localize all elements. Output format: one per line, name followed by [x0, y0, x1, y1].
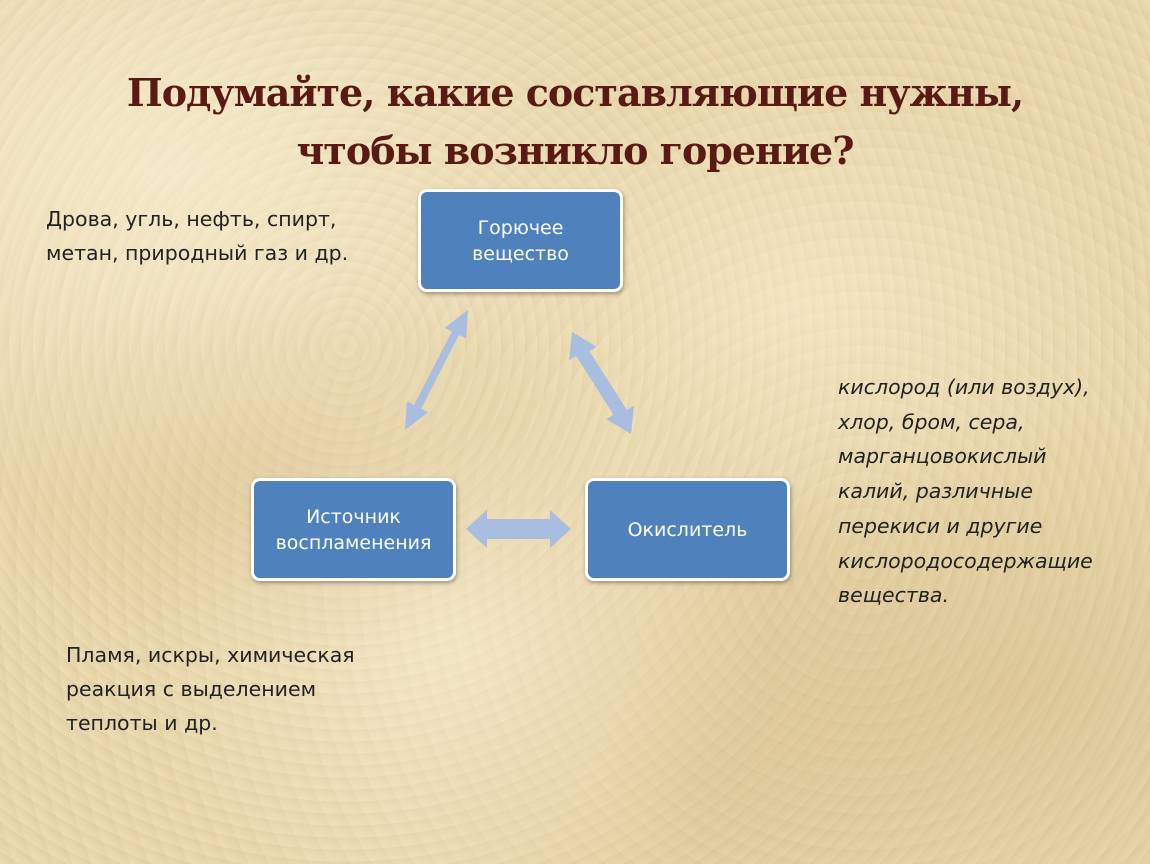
arrow-fuel-oxidizer: [569, 332, 634, 434]
oxidizer-examples-line-6: кислородосодержащие: [838, 548, 1093, 573]
fuel-node-label-line-2: вещество: [472, 242, 569, 265]
ignition-node-label-line-2: воспламенения: [275, 531, 432, 554]
oxidizer-examples-note: кислород (или воздух), хлор, бром, сера,…: [838, 370, 1093, 613]
oxidizer-examples-line-5: перекиси и другие: [838, 513, 1043, 538]
ignition-examples-line-3: теплоты и др.: [66, 711, 218, 735]
fuel-examples-line-2: метан, природный газ и др.: [46, 241, 349, 265]
ignition-node-label-line-1: Источник: [306, 505, 401, 528]
oxidizer-examples-line-2: хлор, бром, сера,: [838, 409, 1025, 434]
arrow-ignition-oxidizer: [466, 510, 571, 548]
slide-title-line-2: чтобы возникло горение?: [296, 128, 854, 173]
ignition-source-node: Источник воспламенения: [251, 478, 456, 581]
fuel-examples-line-1: Дрова, угль, нефть, спирт,: [46, 207, 337, 231]
oxidizer-examples-line-4: калий, различные: [838, 479, 1033, 504]
slide-title-line-1: Подумайте, какие составляющие нужны,: [126, 70, 1024, 115]
slide-title: Подумайте, какие составляющие нужны, что…: [0, 64, 1150, 180]
arrow-fuel-ignition: [405, 310, 468, 430]
fuel-node-label-line-1: Горючее: [477, 216, 564, 239]
oxidizer-node-label: Окислитель: [627, 518, 748, 541]
fuel-node: Горючее вещество: [418, 189, 623, 292]
oxidizer-examples-line-3: марганцовокислый: [838, 444, 1047, 469]
oxidizer-examples-line-7: вещества.: [838, 583, 949, 608]
oxidizer-node: Окислитель: [585, 478, 790, 581]
ignition-examples-note: Пламя, искры, химическая реакция с выдел…: [66, 638, 355, 740]
fuel-examples-note: Дрова, угль, нефть, спирт, метан, природ…: [46, 202, 348, 270]
ignition-examples-line-2: реакция с выделением: [66, 677, 317, 701]
oxidizer-examples-line-1: кислород (или воздух),: [838, 375, 1090, 399]
ignition-examples-line-1: Пламя, искры, химическая: [66, 643, 355, 667]
